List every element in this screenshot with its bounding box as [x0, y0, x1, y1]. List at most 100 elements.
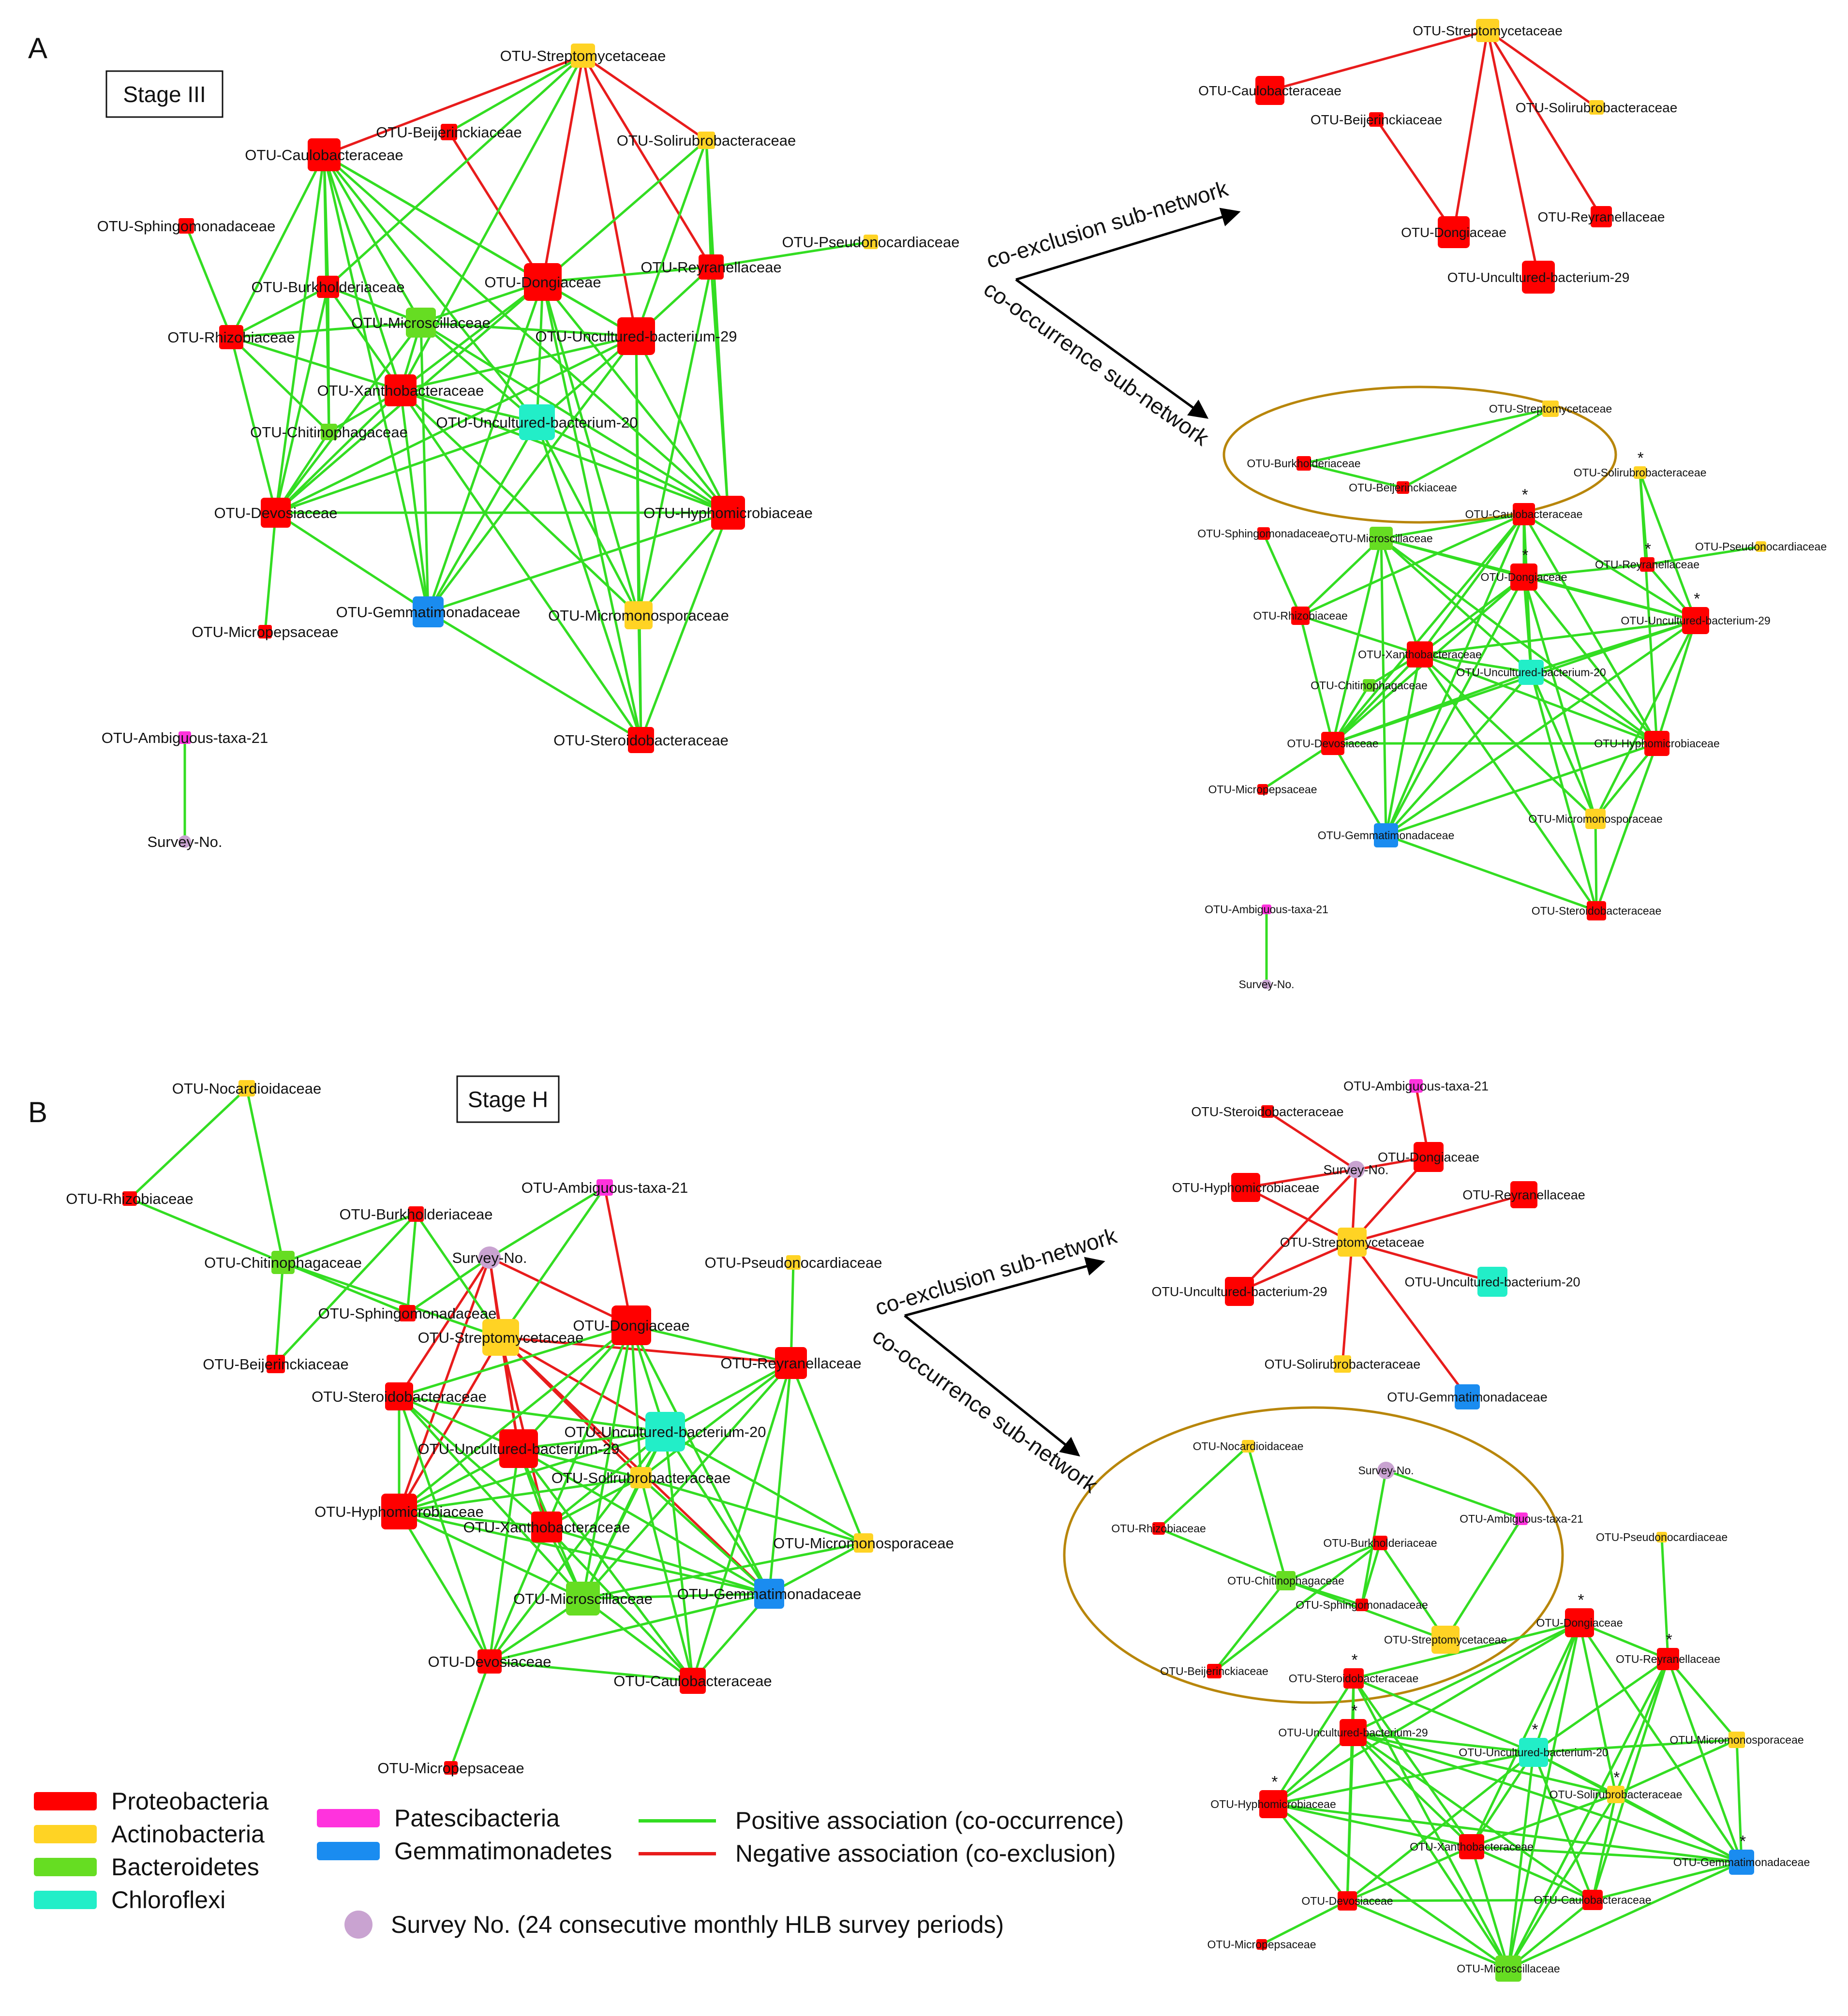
node-label: OTU-Dongiaceae	[1536, 1616, 1623, 1629]
positive-edge	[1522, 577, 1533, 673]
node-label: OTU-Micromonosporaceae	[548, 607, 729, 624]
node-Caulobacteraceae	[308, 138, 341, 171]
positive-edge	[489, 1592, 770, 1663]
node-label: OTU-Rhizobiaceae	[167, 329, 295, 346]
node-label: OTU-Ambiguous-taxa-21	[522, 1179, 688, 1196]
positive-edge	[1262, 533, 1302, 617]
positive-edge	[489, 1186, 606, 1259]
node-label: OTU-Uncultured-bacterium-20	[565, 1423, 766, 1440]
node-Gemmatimonadaceae	[1374, 823, 1398, 847]
node-label: OTU-Devosiaceae	[1301, 1895, 1393, 1907]
positive-edge	[1331, 742, 1387, 836]
positive-edge	[488, 1448, 520, 1662]
positive-edge	[1158, 1527, 1286, 1582]
node-label: OTU-Chitinophagaceae	[1227, 1574, 1344, 1587]
negative-edge	[581, 55, 713, 268]
positive-edge	[768, 1542, 864, 1595]
node-Survey	[1262, 979, 1271, 989]
legend-label: Positive association (co-occurrence)	[735, 1807, 1124, 1834]
node-Gemmatimonadaceae	[754, 1579, 784, 1609]
node-label: OTU-Streptomycetaceae	[418, 1329, 584, 1346]
positive-edge	[400, 389, 729, 514]
negative-edge	[500, 1336, 791, 1364]
positive-edge	[323, 154, 729, 514]
positive-edge	[1591, 1794, 1617, 1900]
positive-edge	[1353, 1677, 1534, 1754]
node-label: OTU-Streptomycetaceae	[1489, 402, 1612, 415]
chloroflexi-swatch	[34, 1891, 97, 1909]
node-label: OTU-Uncultured-bacterium-20	[1456, 666, 1606, 679]
node-label: OTU-Steroidobacteraceae	[312, 1388, 487, 1405]
node-label: OTU-Pseudonocardiaceae	[1695, 540, 1827, 553]
node-label: OTU-Microscillaceae	[513, 1590, 653, 1607]
node-Gemmatimonadaceae	[1455, 1384, 1480, 1409]
positive-edge	[399, 1510, 547, 1528]
legend-positive-association: Positive association (co-occurrence)	[639, 1807, 1124, 1835]
node-Unc20	[645, 1412, 685, 1452]
legend-chloroflexi: Chloroflexi	[34, 1886, 225, 1914]
node-Rhizobiaceae	[219, 325, 243, 349]
positive-edge	[1352, 1731, 1594, 1901]
positive-edge	[1522, 577, 1597, 819]
negative-edge	[1238, 1169, 1357, 1292]
positive-edge	[546, 1526, 770, 1595]
positive-edge	[1380, 538, 1421, 655]
node-Beijerinckiaceae	[1397, 481, 1409, 494]
negative-edge	[1486, 30, 1540, 278]
node-Devosiaceae	[261, 498, 291, 528]
node-Steroidobacteraceae	[1343, 1668, 1364, 1689]
positive-edge	[400, 281, 544, 391]
positive-edge	[1331, 538, 1383, 744]
positive-edge	[398, 1395, 548, 1528]
node-Dongiaceae	[1438, 216, 1470, 248]
positive-edge	[129, 1197, 283, 1264]
node-label: OTU-Dongiaceae	[1401, 225, 1506, 240]
node-Dongiaceae	[524, 263, 562, 301]
positive-edge	[1353, 1731, 1742, 1864]
node-Xanthobacteraceae	[1407, 641, 1433, 667]
positive-edge	[1272, 1677, 1355, 1805]
positive-edge	[582, 1597, 694, 1682]
positive-edge	[1523, 563, 1648, 578]
negative-edge	[1487, 29, 1597, 109]
positive-edge	[1507, 1658, 1669, 1970]
node-label: OTU-Uncultured-bacterium-29	[1447, 270, 1630, 285]
positive-edge	[406, 1214, 417, 1314]
node-label: OTU-Gemmatimonadaceae	[1318, 829, 1455, 842]
node-Chitinophagaceae	[1363, 679, 1375, 692]
positive-edge	[1352, 1732, 1473, 1848]
positive-edge	[327, 55, 584, 288]
node-Solirubrobacteraceae	[630, 1467, 652, 1488]
negative-edge	[541, 55, 584, 282]
node-label: OTU-Hyphomicrobiaceae	[1594, 737, 1719, 750]
nodes	[1255, 19, 1612, 294]
positive-edge	[185, 225, 233, 338]
node-label: OTU-Gemmatimonadaceae	[1673, 1856, 1810, 1868]
node-label: OTU-Micropepsaceae	[1208, 783, 1317, 796]
positive-edge	[1381, 513, 1524, 540]
negative-edge	[1375, 119, 1455, 233]
positive-edge	[1507, 1752, 1535, 1969]
positive-edge	[275, 335, 637, 514]
node-Reyranellaceae	[1657, 1648, 1679, 1670]
node-label: OTU-Beijerinckiaceae	[1311, 112, 1442, 127]
positive-edge	[664, 1430, 864, 1544]
node-Xanthobacteraceae	[1459, 1834, 1484, 1859]
negative-edge	[1352, 1193, 1524, 1244]
positive-edge	[1655, 620, 1697, 744]
nodes	[1152, 1440, 1754, 1982]
node-label: OTU-Steroidobacteraceae	[553, 732, 729, 749]
positive-edge	[710, 267, 730, 513]
node-label: OTU-Chitinophagaceae	[1311, 679, 1428, 692]
positive-edge	[327, 286, 402, 391]
positive-edge	[323, 154, 402, 391]
positive-edge	[1380, 538, 1387, 836]
positive-edge	[1471, 1793, 1616, 1848]
positive-edge	[1595, 743, 1658, 911]
labels: OTU-Ambiguous-taxa-21OTU-Steroidobactera…	[1151, 1079, 1585, 1404]
positive-edge	[664, 1431, 694, 1681]
network-B-occurrence: OTU-NocardioidaceaeSurvey-No.OTU-Rhizobi…	[1111, 1440, 1810, 1982]
positive-edge	[1507, 1899, 1594, 1970]
node-label: OTU-Ambiguous-taxa-21	[102, 729, 268, 746]
